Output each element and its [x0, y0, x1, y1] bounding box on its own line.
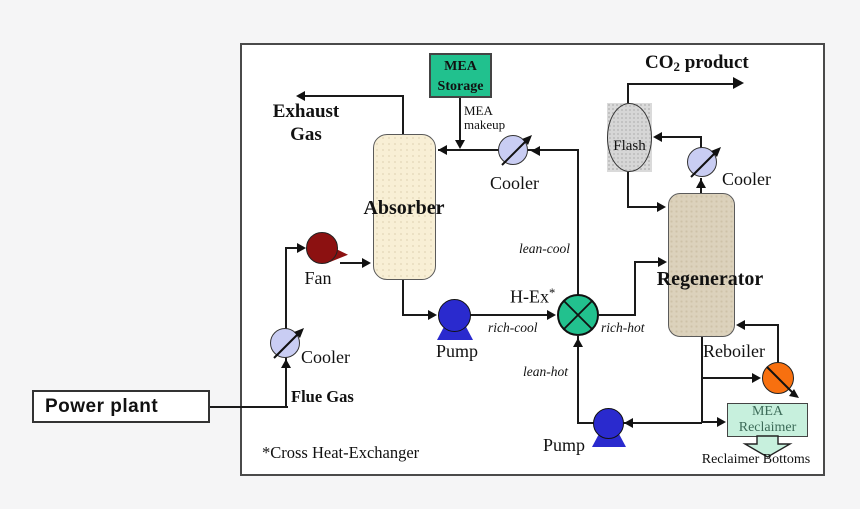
arrowhead [438, 145, 447, 155]
flow-line [634, 261, 636, 316]
arrowhead [736, 320, 745, 330]
heat-exchanger-cross-icon [563, 300, 593, 330]
flow-line [402, 314, 430, 316]
arrowhead [717, 417, 726, 427]
arrowhead [547, 310, 556, 320]
pump-label: Pump [542, 435, 585, 455]
flow-line [210, 406, 288, 408]
cooler-label: Cooler [722, 169, 771, 189]
flash-label: Flash [613, 138, 646, 154]
cooler-diagonal-arrow-icon [501, 135, 532, 166]
flow-line [701, 335, 703, 423]
mea-storage-label: Storage [437, 79, 484, 94]
stream-label-rich-hot: rich-hot [601, 320, 645, 335]
fan-icon [306, 232, 338, 264]
arrowhead [624, 418, 633, 428]
arrowhead [573, 338, 583, 347]
co2-product-label: CO2 product [645, 52, 749, 75]
flow-line [340, 262, 364, 264]
flow-line [701, 377, 753, 379]
stream-label-lean-hot: lean-hot [523, 364, 568, 379]
arrowhead [297, 243, 306, 253]
reclaimer-bottoms-label: Reclaimer Bottoms [701, 452, 811, 467]
stream-label-lean-cool: lean-cool [519, 241, 570, 256]
mea-reclaimer-label: MEA [751, 404, 784, 419]
absorber-label: Absorber [363, 197, 445, 219]
flow-line [627, 171, 629, 208]
footnote-label: *Cross Heat-Exchanger [262, 443, 420, 462]
arrowhead [733, 77, 744, 89]
flue-gas-label: Flue Gas [291, 387, 354, 406]
block-arrow-down-icon [742, 435, 793, 458]
cooler-diagonal-arrow-icon [690, 147, 721, 178]
regenerator-column [668, 193, 735, 337]
arrowhead [696, 179, 706, 188]
power-plant-box: Power plant [32, 390, 210, 423]
flow-line [402, 95, 404, 135]
arrowhead [752, 373, 761, 383]
flow-line [634, 261, 659, 263]
flow-line [302, 95, 404, 97]
flash-drum [607, 103, 652, 172]
cooler-label: Cooler [490, 173, 539, 193]
fan-label: Fan [304, 268, 332, 288]
flow-line [661, 136, 701, 138]
flow-line [777, 324, 779, 364]
flow-line [286, 247, 299, 249]
flow-line [627, 83, 735, 85]
arrowhead [296, 91, 305, 101]
flow-line [599, 314, 636, 316]
arrowhead [281, 359, 291, 368]
flow-line [577, 149, 579, 295]
exhaust-gas-label: Exhaust Gas [272, 101, 340, 145]
flow-line [627, 83, 629, 103]
flow-line [700, 136, 702, 148]
arrowhead [531, 146, 540, 156]
mea-reclaimer-label: Reclaimer [738, 420, 797, 435]
flow-line [470, 314, 549, 316]
flow-line [701, 421, 719, 423]
flow-line [577, 422, 702, 424]
flow-line [459, 97, 461, 142]
mea-storage-box: MEA Storage [429, 53, 492, 98]
heat-exchanger-label: H-Ex* [510, 286, 556, 307]
mea-storage-label: MEA [444, 59, 477, 74]
flow-line [744, 324, 779, 326]
mea-reclaimer-box: MEA Reclaimer [727, 403, 808, 437]
pump-icon [593, 408, 624, 439]
reboiler-label: Reboiler [703, 341, 765, 361]
cooler-diagonal-arrow-icon [273, 328, 304, 359]
flow-line [627, 206, 658, 208]
stream-label-rich-cool: rich-cool [488, 320, 538, 335]
absorber-column [373, 134, 436, 280]
regenerator-label: Regenerator [656, 268, 764, 290]
arrowhead [362, 258, 371, 268]
arrowhead [658, 257, 667, 267]
pump-icon [438, 299, 471, 332]
flow-line [577, 336, 579, 423]
power-plant-label: Power plant [45, 396, 159, 417]
flow-line [402, 278, 404, 316]
pump-label: Pump [435, 341, 478, 361]
flow-line [285, 247, 287, 408]
cooler-label: Cooler [301, 347, 350, 367]
arrowhead [428, 310, 437, 320]
reboiler-diagonal-arrow-icon [766, 366, 799, 398]
arrowhead [455, 140, 465, 149]
arrowhead [657, 202, 666, 212]
arrowhead [653, 132, 662, 142]
mea-makeup-label: MEA makeup [464, 103, 506, 132]
